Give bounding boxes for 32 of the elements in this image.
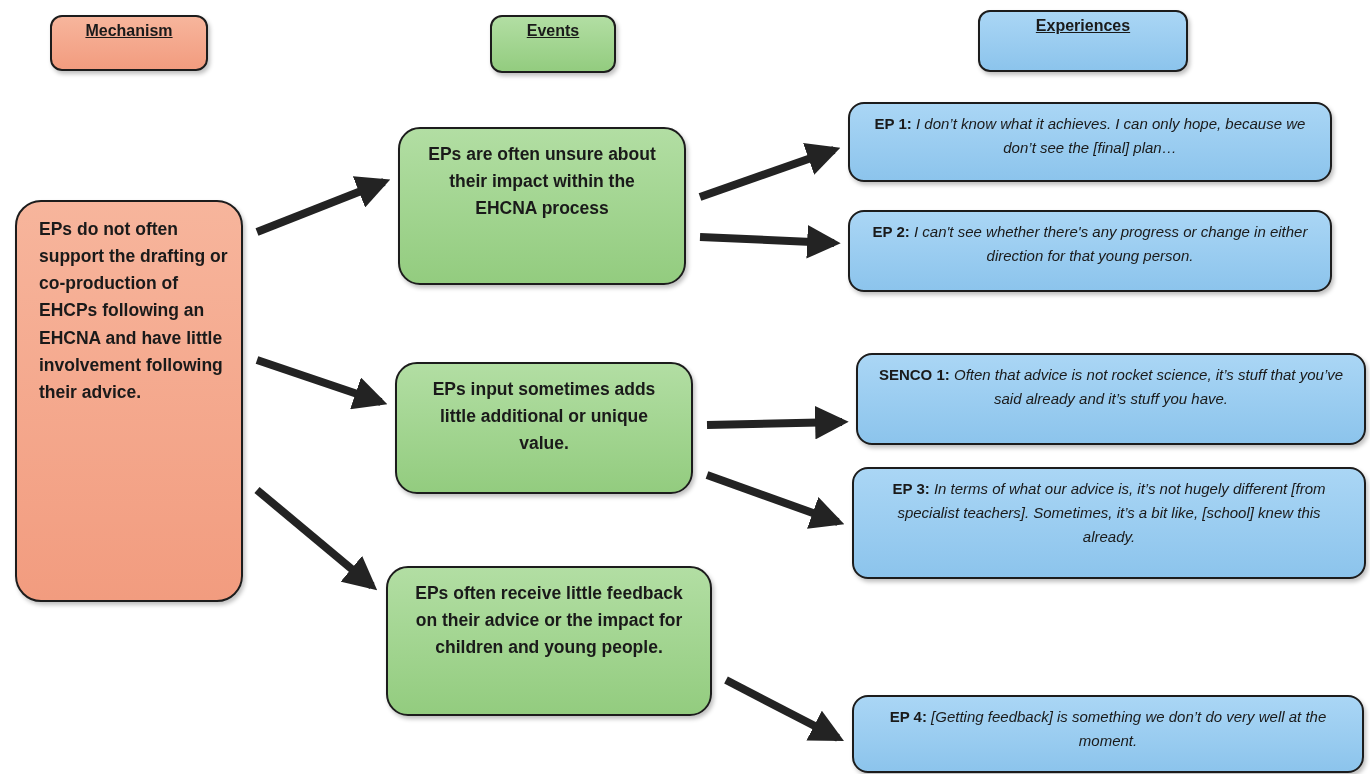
box-text: EPs input sometimes adds little additional or unique value. xyxy=(431,378,657,456)
quote-text: EP 1: I don’t know what it achieves. I can only hope, because we don’t see the [final] plan… xyxy=(873,114,1307,158)
arrow xyxy=(255,356,388,410)
quote-text: EP 2: I can't see whether there's any progress or change in either direction for that young person. xyxy=(871,222,1309,266)
quote-text: SENCO 1: Often that advice is not rocket science, it’s stuff that you’ve said already and it’s stuff you have. xyxy=(877,365,1345,409)
quote-box xyxy=(848,102,1332,182)
quote-text: EP 3: In terms of what our advice is, it’s not hugely different [from specialist teachers]. Sometimes, it’s a bit like, [school] knew this already. xyxy=(891,479,1327,547)
column-heading: Events xyxy=(526,21,580,41)
arrow xyxy=(706,405,849,440)
event-box xyxy=(398,127,686,285)
box-text: EPs are often unsure about their impact within the EHCNA process xyxy=(427,143,657,221)
mechanism-box xyxy=(15,200,243,602)
event-box xyxy=(395,362,693,494)
header-box xyxy=(50,15,208,71)
box-text: EPs often receive little feedback on their advice or the impact for children and young people. xyxy=(414,582,684,660)
arrow xyxy=(705,471,845,529)
quote-text: EP 4: [Getting feedback] is something we don’t do very well at the moment. xyxy=(888,707,1328,751)
quote-box xyxy=(852,695,1364,773)
arrow xyxy=(255,176,391,236)
quote-box xyxy=(848,210,1332,292)
header-box xyxy=(490,15,616,73)
box-text: EPs do not often support the drafting or co-production of EHCPs following an EHCNA and have little involvement following their advice. xyxy=(39,218,229,404)
column-heading: Mechanism xyxy=(85,21,173,41)
arrow xyxy=(698,143,841,201)
column-heading: Experiences xyxy=(1035,16,1131,36)
header-box xyxy=(978,10,1188,72)
arrow xyxy=(254,486,378,591)
arrow xyxy=(724,676,844,742)
arrow xyxy=(699,225,841,259)
quote-box xyxy=(856,353,1366,445)
event-box xyxy=(386,566,712,716)
quote-box xyxy=(852,467,1366,579)
